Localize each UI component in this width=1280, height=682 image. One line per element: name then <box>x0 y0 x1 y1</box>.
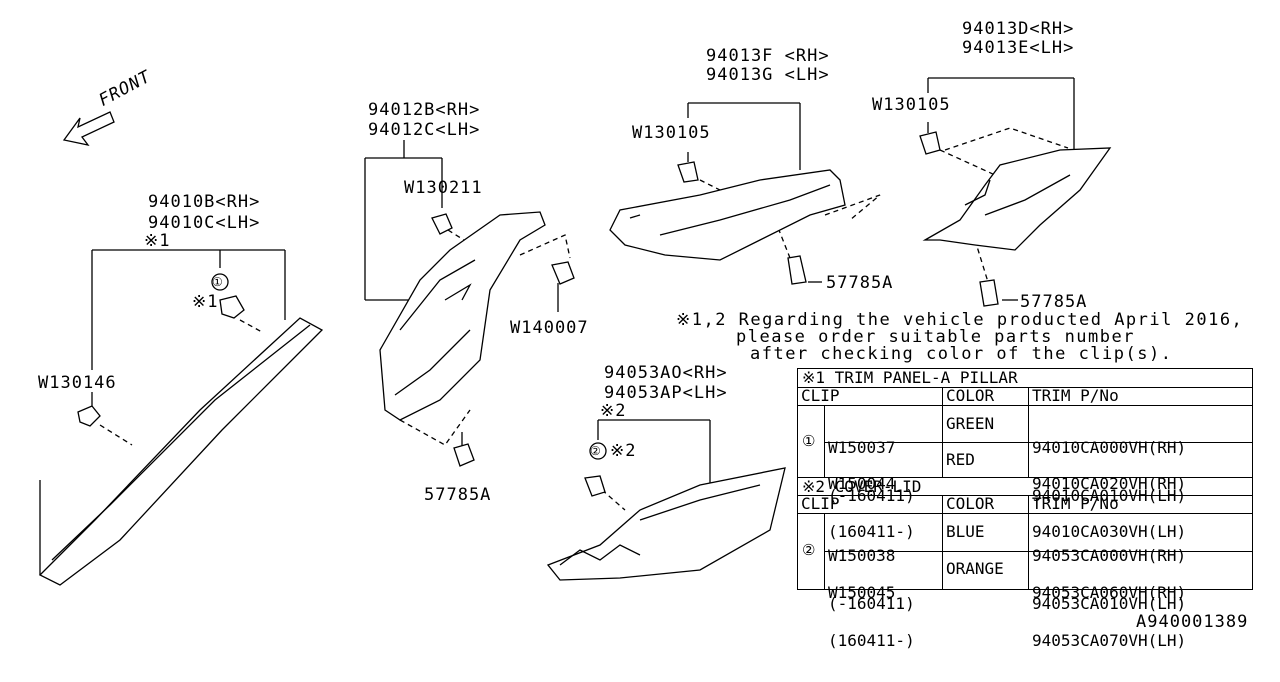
table-header-trim: TRIM P/No <box>1032 386 1119 405</box>
table-section-1-title-row: ※1 TRIM PANEL-A PILLAR <box>798 369 1252 387</box>
table-row: W150037 <box>828 438 896 457</box>
table-row: (160411-) <box>828 522 915 541</box>
table-header-trim: TRIM P/No <box>1032 494 1119 513</box>
a-pillar-leaders <box>91 249 286 446</box>
c-pillar-f-trim <box>609 169 846 261</box>
parts-diagram <box>38 77 1112 586</box>
table-row: W150045 <box>828 583 896 602</box>
table-row: 94053CA070VH(LH) <box>1032 631 1187 650</box>
table-section-2-title: ※2 COVER-LID <box>802 477 922 496</box>
a-pillar-callout-number: ① <box>212 275 223 289</box>
screw-leaders <box>808 281 1018 301</box>
c-pillar-f-screw-label: 57785A <box>826 273 894 293</box>
b-pillar-rh-label: 94012B<RH> <box>368 100 481 120</box>
table-header-color: COLOR <box>946 494 995 513</box>
table-row: 94053CA010VH(LH) <box>1032 594 1187 613</box>
table-section-2-body: ② W150038 (-160411) BLUE 94053CA000VH(RH… <box>798 513 1252 649</box>
c-pillar-f-clip-icon <box>677 161 807 285</box>
table-row: RED <box>946 450 975 469</box>
a-pillar-rh-label: 94010B<RH> <box>148 192 261 212</box>
table-row: BLUE <box>946 522 985 541</box>
table-section-1-mark: ① <box>802 432 816 450</box>
a-pillar-ref-mark: ※1 <box>144 231 171 251</box>
diagram-id: A940001389 <box>1136 612 1249 632</box>
b-pillar-trim <box>379 211 546 421</box>
table-row: ORANGE <box>946 559 1004 578</box>
cover-lid-clip-mark: ※2 <box>610 441 637 461</box>
table-row: GREEN <box>946 414 995 433</box>
b-pillar-clip-icon <box>431 213 575 467</box>
table-section-1-title: ※1 TRIM PANEL-A PILLAR <box>802 368 1018 387</box>
cover-lid-trim <box>546 467 786 581</box>
table-row: (160411-) <box>828 631 915 650</box>
c-pillar-d-leaders <box>927 77 1075 283</box>
c-pillar-d-clip-icon <box>919 131 999 307</box>
table-row: 94010CA030VH(LH) <box>1032 522 1187 541</box>
table-section-2-header-row: CLIP COLOR TRIM P/No <box>798 495 1252 513</box>
a-pillar-clip-icon <box>77 295 245 427</box>
cover-lid-clip-icon <box>584 475 606 497</box>
note-line-1: ※1,2 Regarding the vehicle producted Apr… <box>676 310 1244 330</box>
b-pillar-screw-label: 57785A <box>424 485 492 505</box>
cover-lid-lh-label: 94053AP<LH> <box>604 383 728 403</box>
note-line-2: please order suitable parts number <box>736 327 1135 347</box>
table-row: W150044 <box>828 474 896 493</box>
a-pillar-trim <box>38 317 324 586</box>
table-row: 94053CA060VH(RH) <box>1032 583 1187 602</box>
table-header-clip: CLIP <box>801 494 840 513</box>
note-line-3: after checking color of the clip(s). <box>750 344 1173 364</box>
c-pillar-d-rh-label: 94013D<RH> <box>962 19 1075 39</box>
cover-lid-leaders <box>597 419 711 511</box>
c-pillar-f-clip-label: W130105 <box>632 123 711 143</box>
table-section-2-title-row: ※2 COVER-LID <box>798 477 1252 495</box>
a-pillar-lh-label: 94010C<LH> <box>148 213 261 233</box>
table-row: 94010CA020VH(RH) <box>1032 474 1187 493</box>
cover-lid-rh-label: 94053AO<RH> <box>604 363 728 383</box>
c-pillar-d-screw-label: 57785A <box>1020 292 1088 312</box>
cover-lid-callout-number: ② <box>590 444 601 458</box>
a-pillar-clip-mark: ※1 <box>192 292 219 312</box>
front-arrow-icon <box>62 111 115 146</box>
callout-circle-2 <box>589 442 607 460</box>
table-section-2-mark: ② <box>802 541 816 559</box>
a-pillar-clip-part: W130146 <box>38 373 117 393</box>
c-pillar-d-lh-label: 94013E<LH> <box>962 38 1075 58</box>
table-row: (-160411) <box>828 594 915 613</box>
table-header-clip: CLIP <box>801 386 840 405</box>
b-pillar-lh-label: 94012C<LH> <box>368 120 481 140</box>
table-row: 94010CA000VH(RH) <box>1032 438 1187 457</box>
c-pillar-d-trim <box>922 147 1112 251</box>
b-pillar-clip2-label: W140007 <box>510 318 589 338</box>
clip-color-table: ※1 TRIM PANEL-A PILLAR CLIP COLOR TRIM P… <box>797 368 1253 649</box>
table-section-1-header-row: CLIP COLOR TRIM P/No <box>798 387 1252 405</box>
callout-circle-1 <box>211 273 229 291</box>
table-section-1-body: ① W150037 (-160411) GREEN 94010CA000VH(R… <box>798 405 1252 540</box>
c-pillar-d-clip-label: W130105 <box>872 95 951 115</box>
c-pillar-f-lh-label: 94013G <LH> <box>706 65 830 85</box>
cover-lid-ref-mark: ※2 <box>600 401 627 421</box>
b-pillar-clip1-label: W130211 <box>404 178 483 198</box>
table-header-color: COLOR <box>946 386 995 405</box>
c-pillar-f-rh-label: 94013F <RH> <box>706 46 830 66</box>
c-pillar-f-leaders <box>687 102 881 259</box>
